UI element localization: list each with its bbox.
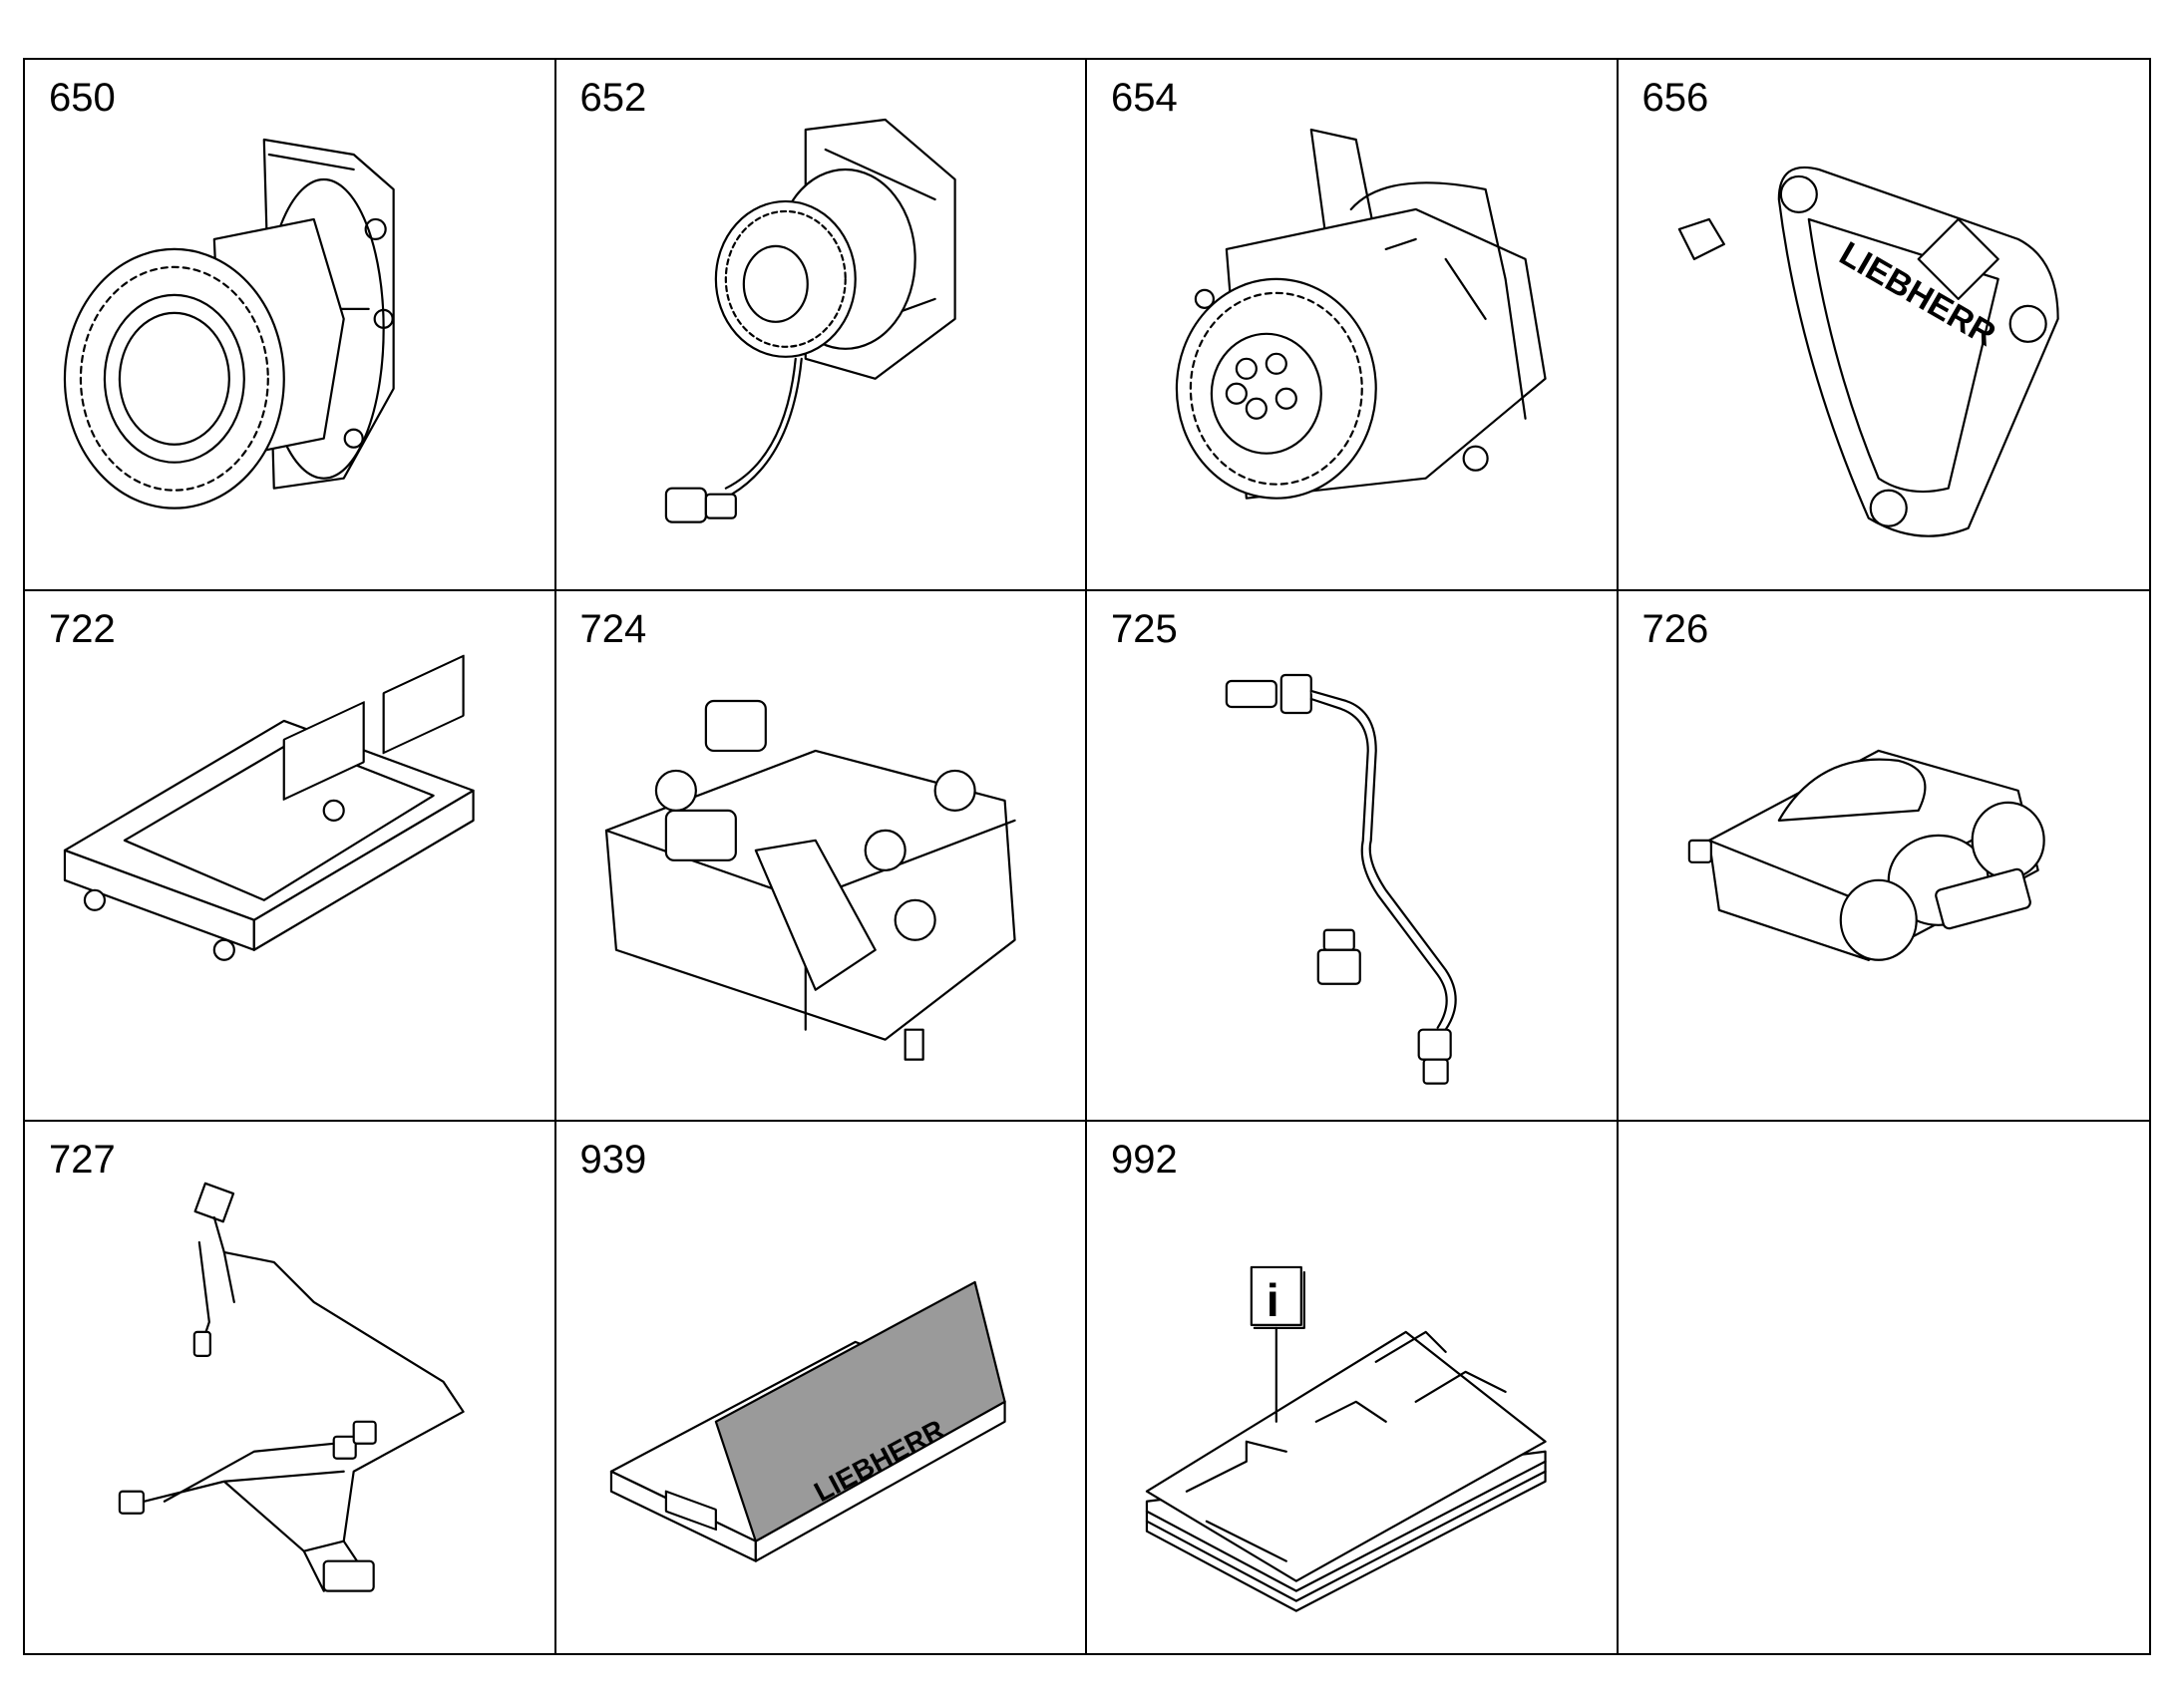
- part-cell-650[interactable]: 650: [25, 60, 556, 591]
- part-cell-725[interactable]: 725: [1087, 590, 1619, 1123]
- gear-pump-assembly-icon: [1175, 128, 1547, 500]
- part-cell-992[interactable]: 992 i: [1087, 1122, 1619, 1653]
- info-symbol: i: [1267, 1274, 1279, 1326]
- control-unit-icon: [63, 654, 475, 961]
- part-number: 654: [1111, 76, 1178, 120]
- part-number: 725: [1111, 606, 1178, 651]
- part-cell-652[interactable]: 652: [555, 60, 1087, 591]
- part-number: 939: [579, 1138, 647, 1183]
- part-number: 656: [1641, 76, 1709, 120]
- part-number: 650: [49, 76, 116, 120]
- part-number: 724: [579, 606, 647, 651]
- wiring-harness-icon: [118, 1183, 465, 1593]
- document-box-icon: LIEBHERR: [609, 1281, 1006, 1563]
- gear-hub-icon: [63, 138, 395, 510]
- part-number: 726: [1641, 606, 1709, 651]
- part-cell-724[interactable]: 724: [555, 590, 1087, 1123]
- small-pump-icon: [1687, 749, 2045, 961]
- part-cell-654[interactable]: 654: [1087, 60, 1619, 591]
- part-cell-722[interactable]: 722: [25, 590, 556, 1123]
- part-number: 727: [49, 1138, 116, 1183]
- part-number: 722: [49, 606, 116, 651]
- empty-cell: [1619, 1122, 2150, 1653]
- part-cell-939[interactable]: 939 LIEBHERR: [556, 1122, 1087, 1653]
- pipe-line-icon: [1225, 673, 1457, 1085]
- cover-plate-icon: LIEBHERR: [1677, 166, 2059, 537]
- parts-grid: 650 652 654: [23, 58, 2151, 1655]
- part-number: 992: [1111, 1138, 1178, 1183]
- part-cell-656[interactable]: 656 LIEBHERR: [1618, 60, 2149, 591]
- valve-block-icon: [604, 699, 1016, 1061]
- part-cell-726[interactable]: 726: [1618, 591, 2149, 1123]
- water-pump-gear-icon: [664, 118, 956, 523]
- part-cell-727[interactable]: 727: [25, 1122, 556, 1653]
- manual-info-icon: i: [1145, 1266, 1547, 1613]
- part-number: 652: [579, 76, 647, 120]
